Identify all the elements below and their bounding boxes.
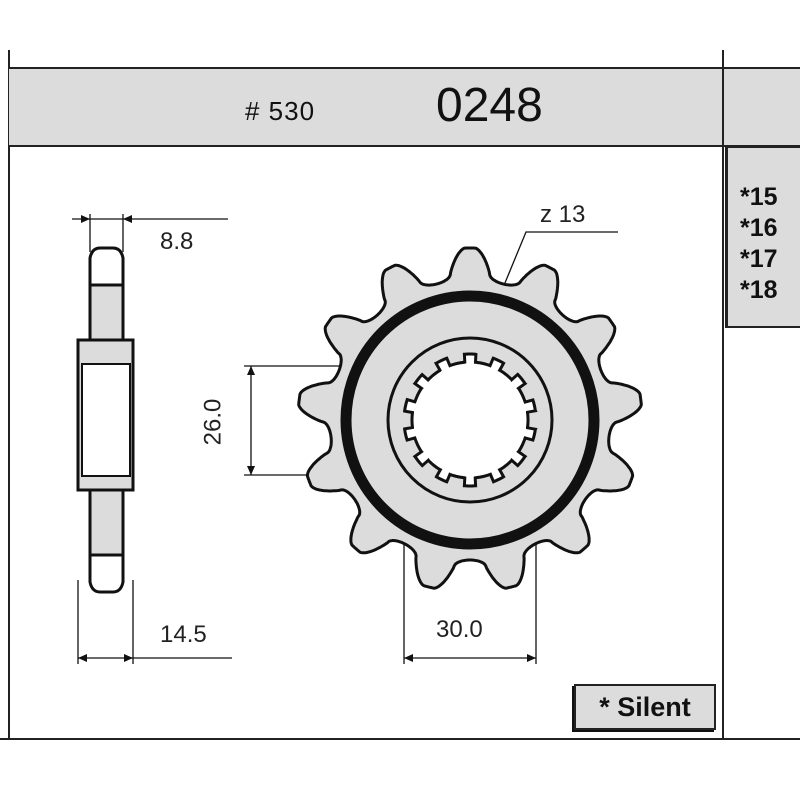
- size-item: *16: [740, 214, 778, 242]
- side-view: [76, 246, 135, 594]
- dimension-arrows: [78, 215, 536, 662]
- header-band-right: [724, 67, 800, 147]
- part-number: 0248: [436, 79, 543, 132]
- table-divider: [722, 50, 724, 740]
- silent-ring: [340, 290, 600, 550]
- dim-spline-diameter: 26.0: [199, 398, 227, 446]
- header-band: [9, 67, 723, 147]
- dim-hub-width: 14.5: [160, 621, 207, 648]
- table-left-border: [8, 50, 10, 740]
- size-item: *18: [740, 276, 778, 304]
- dim-bore-diameter: 30.0: [436, 616, 483, 643]
- teeth-count-label: z 13: [540, 201, 586, 228]
- size-item: *15: [740, 183, 778, 211]
- chain-pitch: # 530: [245, 96, 316, 126]
- hub-circle: [386, 336, 554, 504]
- dim-tooth-width: 8.8: [160, 228, 194, 255]
- table-bottom-border: [0, 738, 800, 740]
- silent-legend: * Silent: [574, 684, 716, 730]
- spline-bore: [403, 352, 538, 488]
- size-item: *17: [740, 245, 778, 273]
- front-view: [297, 246, 643, 590]
- size-list: *15 *16 *17 *18: [725, 146, 800, 328]
